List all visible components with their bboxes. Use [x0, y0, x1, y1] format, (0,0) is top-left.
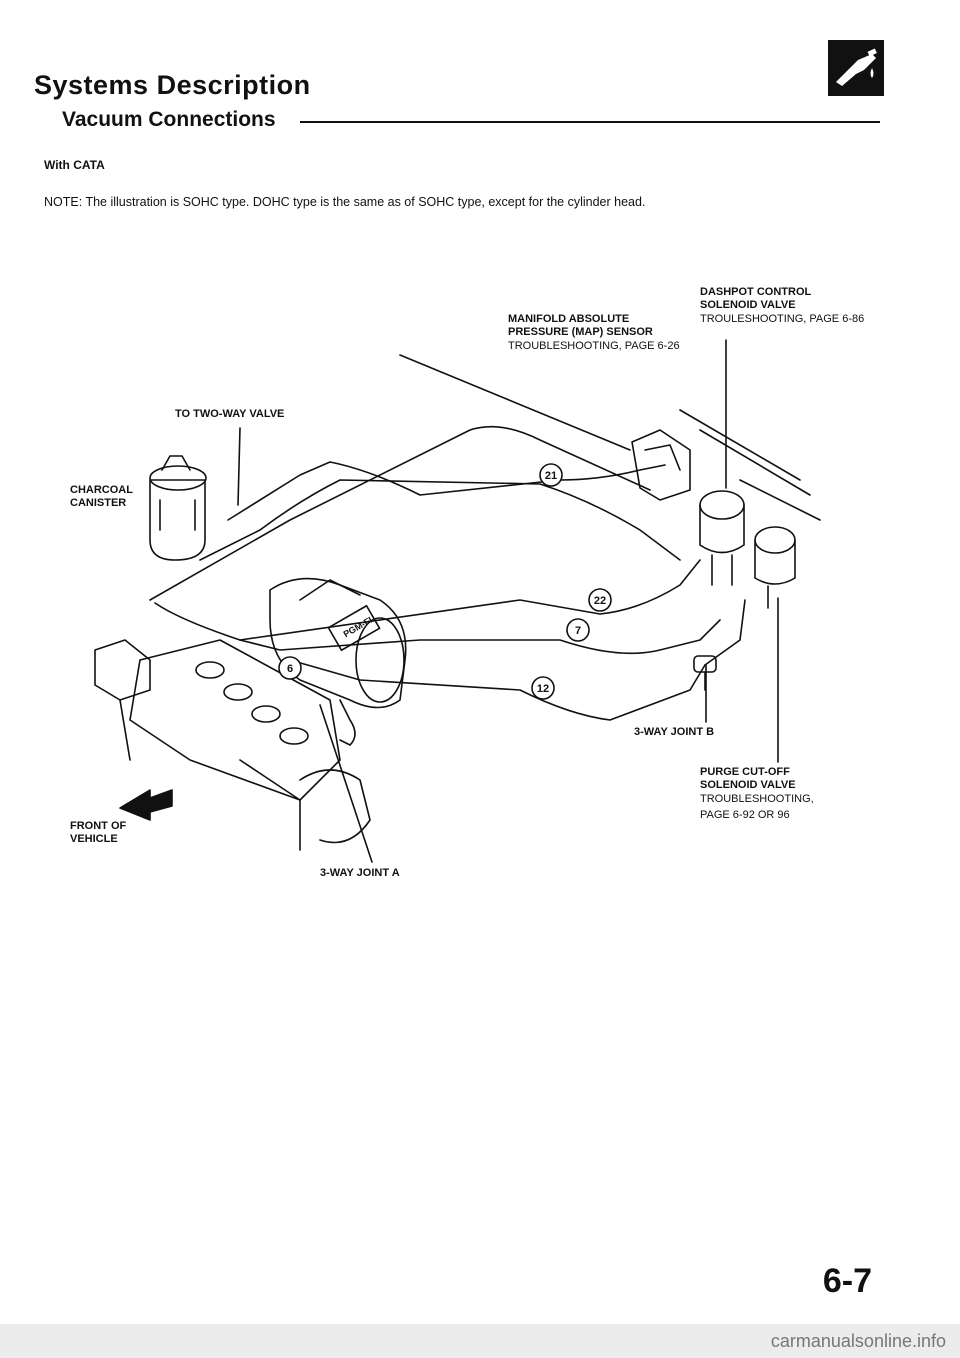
hose-21-lower — [199, 479, 681, 561]
hose-callout-7-text: 7 — [575, 625, 581, 637]
hose-callout-22: 22 — [588, 588, 612, 612]
joint-b-label: 3-WAY JOINT B — [634, 726, 715, 738]
map-name-1: MANIFOLD ABSOLUTE — [508, 313, 630, 325]
hose-12 — [289, 659, 706, 721]
fuel-nozzle-icon — [828, 40, 884, 96]
site-footer: carmanualsonline.info — [0, 1324, 960, 1358]
dashpot-ref: Trouleshooting, page 6-86 — [700, 313, 865, 325]
dashpot-name-1: DASHPOT CONTROL — [700, 286, 812, 298]
header-rule — [300, 121, 880, 123]
engine-marking-text: PGM-FI — [342, 615, 374, 639]
hose-7 — [239, 619, 721, 655]
purge-cutoff-solenoid — [754, 526, 796, 609]
charcoal-canister-label: CHARCOAL CANISTER — [70, 484, 133, 510]
joint-a-leader-line — [319, 704, 373, 863]
hose-22 — [154, 559, 701, 641]
map-name-2: PRESSURE (MAP) SENSOR — [508, 326, 653, 338]
purge-ref-2: page 6-92 or 96 — [700, 809, 790, 821]
front-of-vehicle-label: FRONT OF VEHICLE — [70, 820, 126, 846]
two-way-leader-line — [237, 427, 241, 506]
two-way-valve-label: TO TWO-WAY VALVE — [175, 408, 285, 420]
dashpot-control-solenoid — [699, 490, 745, 586]
hose-callout-6-text: 6 — [287, 663, 293, 675]
front-name-1: FRONT OF — [70, 820, 127, 832]
canister-name-1: CHARCOAL — [70, 484, 133, 496]
map-leader-line — [399, 354, 631, 451]
hose-callout-21: 21 — [539, 463, 563, 487]
hose-callout-6: 6 — [278, 656, 302, 680]
page-title: Systems Description — [34, 70, 311, 100]
body-panel-line-3 — [739, 479, 821, 521]
hose-callout-22-text: 22 — [594, 595, 606, 607]
canister-name-2: CANISTER — [70, 497, 127, 509]
illustration-note: NOTE: The illustration is SOHC type. DOH… — [44, 195, 646, 209]
purge-name-1: PURGE CUT-OFF — [700, 766, 790, 778]
watermark-text: carmanualsonline.info — [770, 1331, 946, 1351]
hose-21-upper — [227, 461, 666, 521]
condition-label: With CATA — [44, 158, 105, 172]
hose-top-route — [149, 425, 651, 601]
charcoal-canister — [149, 455, 207, 561]
dashpot-name-2: SOLENOID VALVE — [700, 299, 796, 311]
hose-callout-12-text: 12 — [537, 683, 549, 695]
hose-callout-12: 12 — [531, 676, 555, 700]
purge-name-2: SOLENOID VALVE — [700, 779, 796, 791]
hose-callout-7: 7 — [566, 618, 590, 642]
section-subtitle: Vacuum Connections — [62, 108, 276, 131]
page-number: 6-7 — [822, 1262, 872, 1300]
map-ref: Troubleshooting, page 6-26 — [508, 340, 680, 352]
purge-ref-1: Troubleshooting, — [700, 793, 814, 805]
hose-callout-21-text: 21 — [545, 470, 557, 482]
joint-a-label: 3-WAY JOINT A — [320, 867, 400, 879]
map-sensor — [631, 429, 691, 501]
front-arrow-icon — [119, 789, 173, 821]
joint-b-to-purge — [704, 599, 746, 666]
three-way-joint-b — [693, 655, 717, 691]
body-panel-line-2 — [699, 429, 811, 496]
purge-valve-label: PURGE CUT-OFF SOLENOID VALVE Troubleshoo… — [700, 766, 814, 822]
front-name-2: VEHICLE — [70, 833, 118, 845]
map-sensor-label: MANIFOLD ABSOLUTE PRESSURE (MAP) SENSOR … — [508, 313, 680, 353]
dashpot-valve-label: DASHPOT CONTROL SOLENOID VALVE Troulesho… — [700, 286, 864, 326]
body-panel-line — [679, 409, 801, 481]
